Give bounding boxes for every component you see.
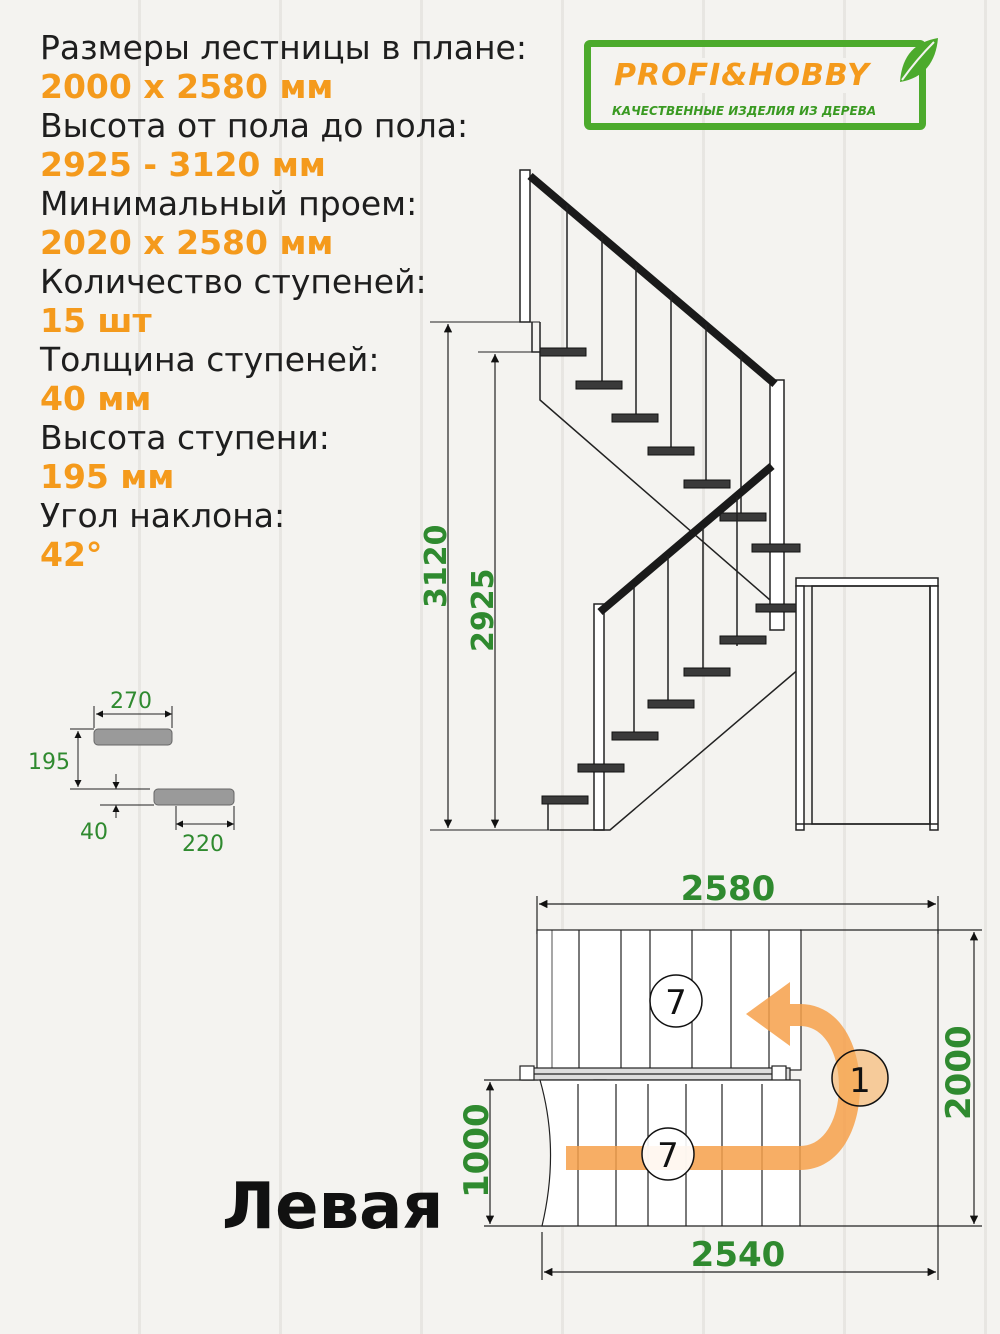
specs-list: Размеры лестницы в плане: 2000 x 2580 мм… [40, 28, 560, 574]
spec-angle: Угол наклона: 42° [40, 496, 560, 574]
spec-label: Толщина ступеней: [40, 340, 380, 379]
plan-view [484, 896, 982, 1280]
spec-floor-height: Высота от пола до пола: 2925 - 3120 мм [40, 106, 560, 184]
spec-value: 2925 - 3120 мм [40, 145, 326, 184]
brand-logo: PROFI&HOBBY КАЧЕСТВЕННЫЕ ИЗДЕЛИЯ ИЗ ДЕРЕ… [584, 36, 938, 136]
spec-step-height: Высота ступени: 195 мм [40, 418, 560, 496]
spec-step-count: Количество ступеней: 15 шт [40, 262, 560, 340]
landing-count: 1 [831, 1049, 889, 1107]
height-outer-label: 3120 [419, 525, 454, 609]
spec-label: Угол наклона: [40, 496, 286, 535]
plan-top-width-label: 2580 [681, 869, 776, 909]
logo-slogan: КАЧЕСТВЕННЫЕ ИЗДЕЛИЯ ИЗ ДЕРЕВА [612, 104, 877, 118]
spec-label: Высота от пола до пола: [40, 106, 469, 145]
spec-label: Минимальный проем: [40, 184, 418, 223]
lower-flight-count-label: 7 [657, 1136, 679, 1176]
spec-label: Размеры лестницы в плане: [40, 28, 527, 67]
spec-value: 2020 x 2580 мм [40, 223, 334, 262]
plan-bottom-width-label: 2540 [691, 1235, 786, 1275]
step-rise-label: 195 [28, 750, 70, 775]
spec-value: 195 мм [40, 457, 175, 496]
landing-count-label: 1 [849, 1061, 871, 1101]
spec-value: 15 шт [40, 301, 152, 340]
spec-value: 40 мм [40, 379, 152, 418]
spec-plan-size: Размеры лестницы в плане: 2000 x 2580 мм [40, 28, 560, 106]
plan-lower-depth-label: 1000 [457, 1103, 497, 1198]
leaf-icon [900, 38, 938, 82]
spec-label: Высота ступени: [40, 418, 330, 457]
spec-value: 2000 x 2580 мм [40, 67, 334, 106]
spec-min-opening: Минимальный проем: 2020 x 2580 мм [40, 184, 560, 262]
side-view [430, 169, 939, 831]
direction-arrow [566, 982, 860, 1170]
logo-brand-name: PROFI&HOBBY [610, 58, 874, 93]
upper-flight-count: 7 [649, 974, 703, 1028]
lower-flight-count: 7 [641, 1127, 695, 1181]
logo-frame [584, 40, 926, 130]
plan-depth-label: 2000 [939, 1025, 979, 1120]
spec-value: 42° [40, 535, 103, 574]
step-depth-top-label: 270 [110, 689, 152, 714]
spec-label: Количество ступеней: [40, 262, 427, 301]
step-detail [70, 706, 235, 830]
height-inner-label: 2925 [466, 569, 501, 653]
spec-step-thickness: Толщина ступеней: 40 мм [40, 340, 560, 418]
upper-flight-count-label: 7 [665, 983, 687, 1023]
variant-label: Левая [222, 1170, 444, 1244]
step-depth-bottom-label: 220 [182, 832, 224, 857]
step-thickness-label: 40 [80, 820, 108, 845]
